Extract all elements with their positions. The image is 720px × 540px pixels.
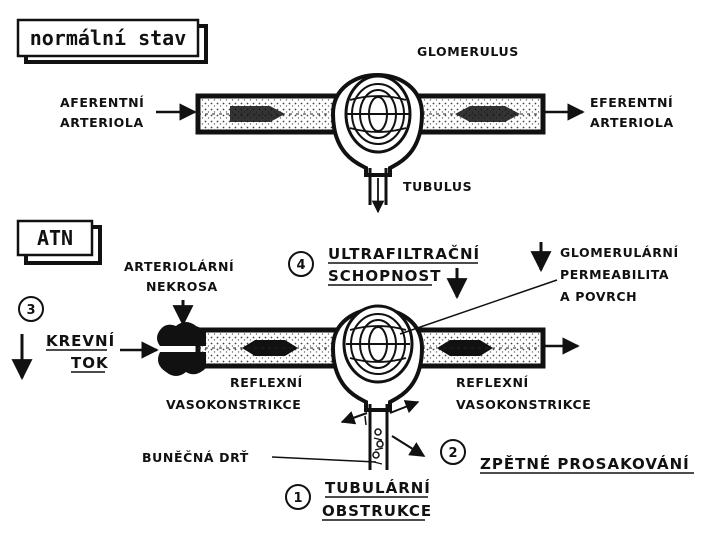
afferent-label-line1: AFERENTNÍ xyxy=(60,95,144,110)
ultrafiltration-callout: 4 ULTRAFILTRAČNÍ SCHOPNOST xyxy=(288,244,480,300)
permeability-label-line3: A POVRCH xyxy=(560,289,637,304)
ultrafiltration-label-line2: SCHOPNOST xyxy=(328,267,441,285)
reflex-right-line2: VASOKONSTRIKCE xyxy=(456,397,591,412)
normal-glomerulus xyxy=(330,73,425,177)
blood-flow-label-line2: TOK xyxy=(71,354,109,372)
necrosis-label-line2: NEKROSA xyxy=(146,279,218,294)
atn-glomerulus xyxy=(330,304,425,412)
backleak-arrow-right xyxy=(389,400,420,414)
permeability-pointer xyxy=(399,279,558,335)
reflex-right-line1: REFLEXNÍ xyxy=(456,375,529,390)
obstruction-number: 1 xyxy=(293,491,302,506)
debris-pointer xyxy=(271,456,377,463)
efferent-label-line2: ARTERIOLA xyxy=(590,115,674,130)
reflex-left-line2: VASOKONSTRIKCE xyxy=(166,397,301,412)
normal-title: normální stav xyxy=(30,26,187,50)
atn-section: ATN xyxy=(11,219,694,521)
backleak-tick xyxy=(364,415,367,426)
blood-flow-number: 3 xyxy=(26,303,35,318)
arteriolar-necrosis-mass xyxy=(157,300,206,376)
obstruction-label-line1: TUBULÁRNÍ xyxy=(325,478,431,497)
efferent-label-line1: EFERENTNÍ xyxy=(590,95,673,110)
atn-title: ATN xyxy=(37,226,73,250)
obstruction-callout: 1 TUBULÁRNÍ OBSTRUKCE xyxy=(285,478,432,521)
permeability-label-line1: GLOMERULÁRNÍ xyxy=(560,245,679,260)
backleak-label: ZPĚTNÉ PROSAKOVÁNÍ xyxy=(480,454,690,473)
glomerulus-label: GLOMERULUS xyxy=(417,44,519,59)
afferent-label-line2: ARTERIOLA xyxy=(60,115,144,130)
normal-title-box: normální stav xyxy=(16,18,208,64)
ultrafiltration-number: 4 xyxy=(296,258,305,273)
atn-title-box: ATN xyxy=(16,219,102,265)
necrosis-label-line1: ARTERIOLÁRNÍ xyxy=(124,259,234,274)
normal-tubulus xyxy=(368,168,388,214)
tubulus-label: TUBULUS xyxy=(403,179,472,194)
blood-flow-label-line1: KREVNÍ xyxy=(46,331,115,350)
cellular-debris xyxy=(372,428,384,465)
debris-label: BUNĚČNÁ DRŤ xyxy=(142,450,249,465)
atn-tubulus xyxy=(340,400,426,470)
permeability-label-line2: PERMEABILITA xyxy=(560,267,669,282)
backleak-callout: 2 ZPĚTNÉ PROSAKOVÁNÍ xyxy=(440,439,694,474)
backleak-main-arrow xyxy=(391,435,426,457)
permeability-callout: GLOMERULÁRNÍ PERMEABILITA A POVRCH xyxy=(530,242,679,304)
blood-flow-callout: 3 KREVNÍ TOK xyxy=(11,296,115,381)
backleak-arrow-left xyxy=(340,411,368,425)
reflex-left-line1: REFLEXNÍ xyxy=(230,375,303,390)
normal-state-section: normální stav GL xyxy=(16,18,674,214)
ultrafiltration-label-line1: ULTRAFILTRAČNÍ xyxy=(328,244,480,263)
obstruction-label-line2: OBSTRUKCE xyxy=(322,502,432,520)
backleak-number: 2 xyxy=(448,446,457,461)
